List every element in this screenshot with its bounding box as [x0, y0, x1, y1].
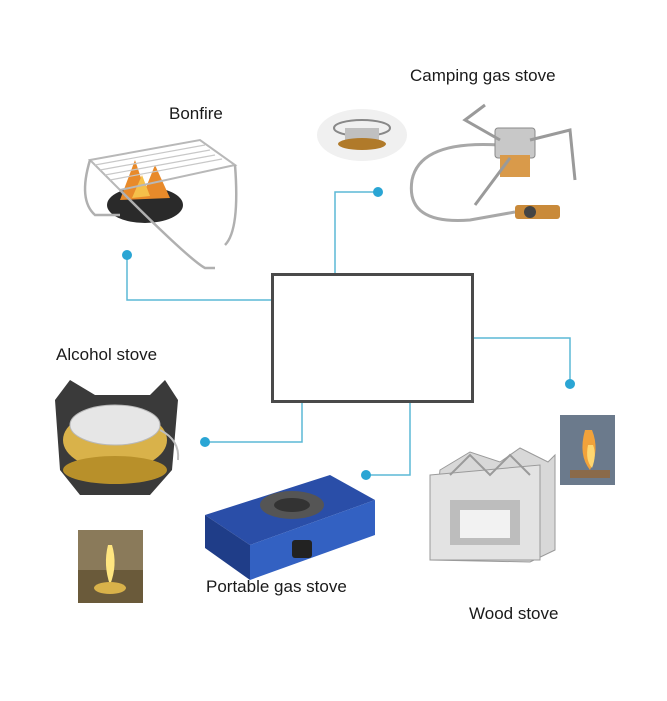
portable-gas-stove-icon [205, 475, 375, 580]
dot-wood [565, 379, 575, 389]
wood-stove-icon [429, 447, 556, 563]
label-portable-gas-stove: Portable gas stove [206, 577, 347, 596]
connector-portable [366, 403, 411, 476]
camping-gas-stove-icon [409, 103, 577, 222]
alcohol-flame-photo-icon [78, 530, 143, 603]
bonfire-grill-icon [83, 138, 238, 270]
dot-camping-gas [373, 187, 383, 197]
connector-wood [474, 337, 571, 384]
camping-gas-inset-icon [317, 109, 407, 161]
dot-bonfire [122, 250, 132, 260]
label-wood-stove: Wood stove [469, 604, 559, 623]
connector-bonfire [126, 255, 271, 301]
dot-portable [361, 470, 371, 480]
alcohol-stove-icon [55, 380, 180, 495]
connector-alcohol [205, 403, 303, 443]
dot-alcohol [200, 437, 210, 447]
connector-camping-gas [334, 191, 378, 273]
label-bonfire: Bonfire [169, 104, 223, 123]
wood-fire-photo-icon [560, 415, 615, 485]
label-camping-gas-stove: Camping gas stove [410, 66, 556, 85]
center-product-frame [271, 273, 474, 403]
label-alcohol-stove: Alcohol stove [56, 345, 158, 364]
